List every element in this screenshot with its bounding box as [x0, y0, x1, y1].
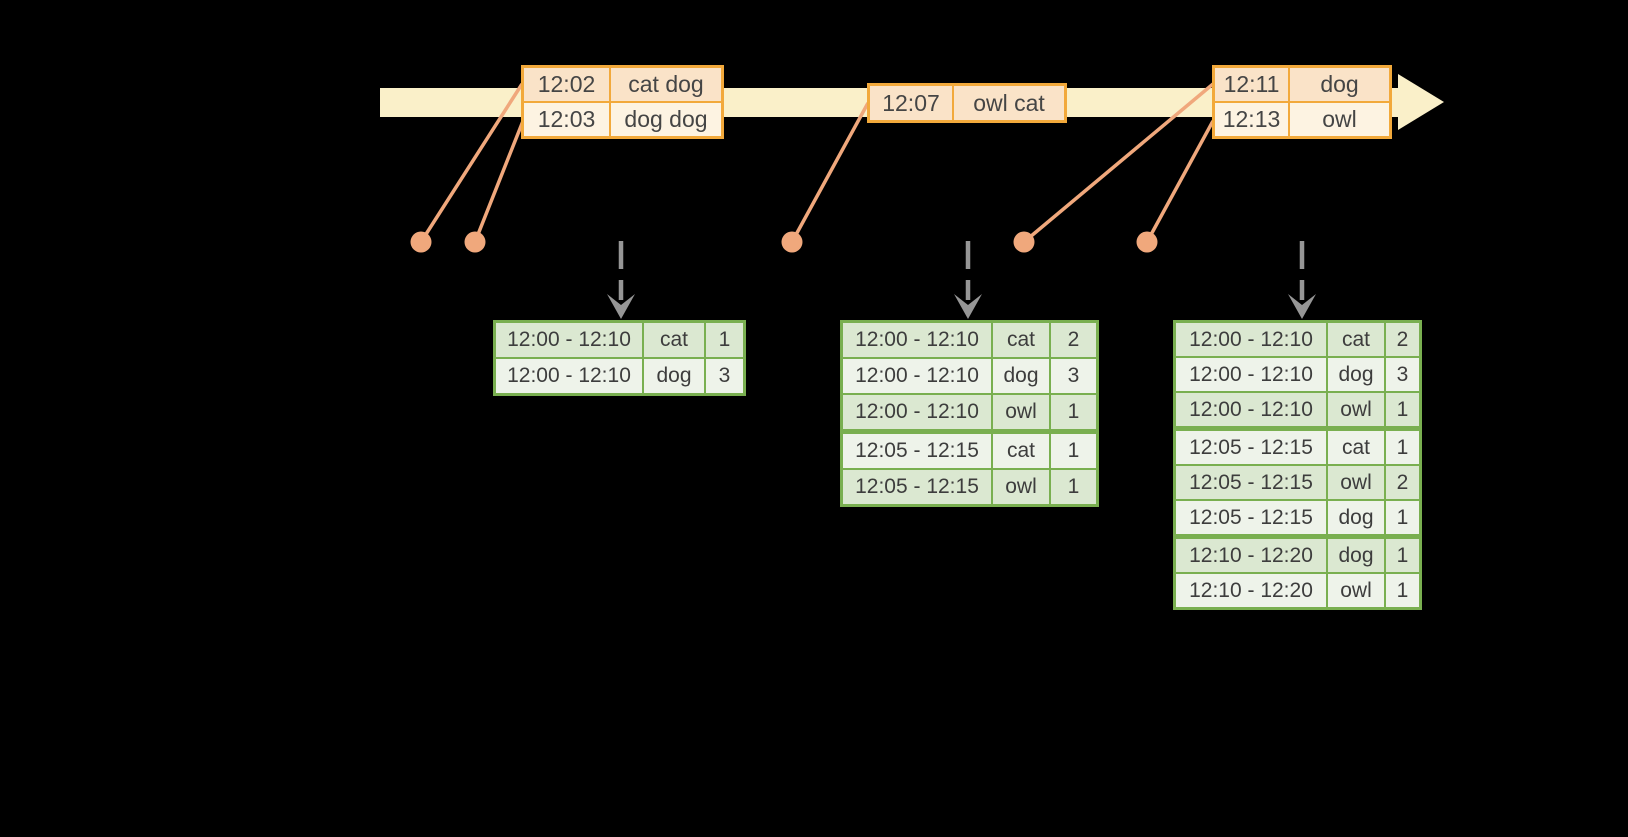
result-row: 12:10 - 12:20 dog 1	[1176, 534, 1419, 572]
window-range: 12:10 - 12:20	[1176, 539, 1326, 572]
event-connector-line	[1145, 120, 1215, 243]
count: 1	[1384, 431, 1419, 464]
event-words: dog	[1288, 68, 1389, 101]
count: 1	[704, 323, 743, 357]
result-table-3: 12:00 - 12:10 cat 2 12:00 - 12:10 dog 3 …	[1173, 320, 1422, 610]
count: 1	[1049, 470, 1096, 504]
result-row: 12:05 - 12:15 owl 2	[1176, 464, 1419, 499]
event-connector-line	[1022, 82, 1215, 244]
event-marker-dot	[464, 231, 486, 253]
window-range: 12:00 - 12:10	[843, 359, 991, 393]
count: 2	[1049, 323, 1096, 357]
word: owl	[991, 470, 1049, 504]
word: dog	[642, 359, 704, 393]
window-range: 12:00 - 12:10	[496, 323, 642, 357]
result-row: 12:05 - 12:15 cat 1	[843, 429, 1096, 468]
result-row: 12:00 - 12:10 dog 3	[1176, 356, 1419, 391]
trigger-arrowhead-icon	[1288, 294, 1316, 319]
word: cat	[1326, 431, 1384, 464]
word: dog	[1326, 358, 1384, 391]
event-time: 12:07	[870, 86, 952, 120]
count: 3	[704, 359, 743, 393]
result-table-2: 12:00 - 12:10 cat 2 12:00 - 12:10 dog 3 …	[840, 320, 1099, 507]
trigger-arrowhead-icon	[607, 294, 635, 319]
event-words: owl	[1288, 103, 1389, 136]
word: dog	[1326, 501, 1384, 534]
count: 3	[1384, 358, 1419, 391]
event-row: 12:11 dog	[1215, 68, 1389, 101]
event-words: cat dog	[609, 68, 721, 101]
event-time: 12:02	[524, 68, 609, 101]
count: 1	[1384, 501, 1419, 534]
event-connector-lines	[419, 82, 1215, 244]
result-row: 12:00 - 12:10 cat 2	[1176, 323, 1419, 356]
event-time: 12:03	[524, 103, 609, 136]
event-words: owl cat	[952, 86, 1064, 120]
result-table-1: 12:00 - 12:10 cat 1 12:00 - 12:10 dog 3	[493, 320, 746, 396]
result-row: 12:00 - 12:10 dog 3	[843, 357, 1096, 393]
event-connector-line	[473, 120, 525, 243]
result-row: 12:00 - 12:10 owl 1	[843, 393, 1096, 429]
word: owl	[991, 395, 1049, 429]
event-words: dog dog	[609, 103, 721, 136]
event-connector-line	[419, 83, 524, 243]
event-connector-line	[790, 102, 870, 243]
count: 1	[1049, 395, 1096, 429]
window-range: 12:00 - 12:10	[1176, 358, 1326, 391]
word: cat	[1326, 323, 1384, 356]
event-row: 12:07 owl cat	[870, 86, 1064, 120]
count: 1	[1049, 434, 1096, 468]
window-range: 12:10 - 12:20	[1176, 574, 1326, 607]
event-marker-dot	[781, 231, 803, 253]
result-row: 12:00 - 12:10 cat 2	[843, 323, 1096, 357]
event-row: 12:03 dog dog	[524, 101, 721, 136]
result-row: 12:00 - 12:10 cat 1	[496, 323, 743, 357]
window-range: 12:00 - 12:10	[1176, 323, 1326, 356]
result-row: 12:00 - 12:10 owl 1	[1176, 391, 1419, 426]
event-marker-dot	[1136, 231, 1158, 253]
window-range: 12:00 - 12:10	[843, 323, 991, 357]
count: 1	[1384, 539, 1419, 572]
window-range: 12:05 - 12:15	[843, 434, 991, 468]
result-row: 12:05 - 12:15 owl 1	[843, 468, 1096, 504]
result-row: 12:05 - 12:15 dog 1	[1176, 499, 1419, 534]
result-row: 12:05 - 12:15 cat 1	[1176, 426, 1419, 464]
trigger-arrowhead-icon	[954, 294, 982, 319]
event-row: 12:13 owl	[1215, 101, 1389, 136]
event-marker-dot	[1013, 231, 1035, 253]
word: dog	[991, 359, 1049, 393]
count: 2	[1384, 323, 1419, 356]
word: dog	[1326, 539, 1384, 572]
event-marker-dots	[410, 231, 1158, 253]
count: 1	[1384, 393, 1419, 426]
window-range: 12:00 - 12:10	[496, 359, 642, 393]
count: 2	[1384, 466, 1419, 499]
window-range: 12:00 - 12:10	[1176, 393, 1326, 426]
result-row: 12:00 - 12:10 dog 3	[496, 357, 743, 393]
window-range: 12:05 - 12:15	[1176, 466, 1326, 499]
word: owl	[1326, 466, 1384, 499]
result-row: 12:10 - 12:20 owl 1	[1176, 572, 1419, 607]
timeline-arrowhead-icon	[1398, 74, 1444, 130]
word: cat	[991, 323, 1049, 357]
window-range: 12:00 - 12:10	[843, 395, 991, 429]
event-marker-dot	[410, 231, 432, 253]
word: owl	[1326, 393, 1384, 426]
window-range: 12:05 - 12:15	[843, 470, 991, 504]
event-table-3: 12:11 dog 12:13 owl	[1212, 65, 1392, 139]
event-time: 12:11	[1215, 68, 1288, 101]
event-table-1: 12:02 cat dog 12:03 dog dog	[521, 65, 724, 139]
word: cat	[991, 434, 1049, 468]
window-range: 12:05 - 12:15	[1176, 501, 1326, 534]
event-row: 12:02 cat dog	[524, 68, 721, 101]
word: owl	[1326, 574, 1384, 607]
trigger-arrows	[607, 241, 1316, 319]
window-range: 12:05 - 12:15	[1176, 431, 1326, 464]
event-time: 12:13	[1215, 103, 1288, 136]
event-table-2: 12:07 owl cat	[867, 83, 1067, 123]
count: 3	[1049, 359, 1096, 393]
count: 1	[1384, 574, 1419, 607]
word: cat	[642, 323, 704, 357]
